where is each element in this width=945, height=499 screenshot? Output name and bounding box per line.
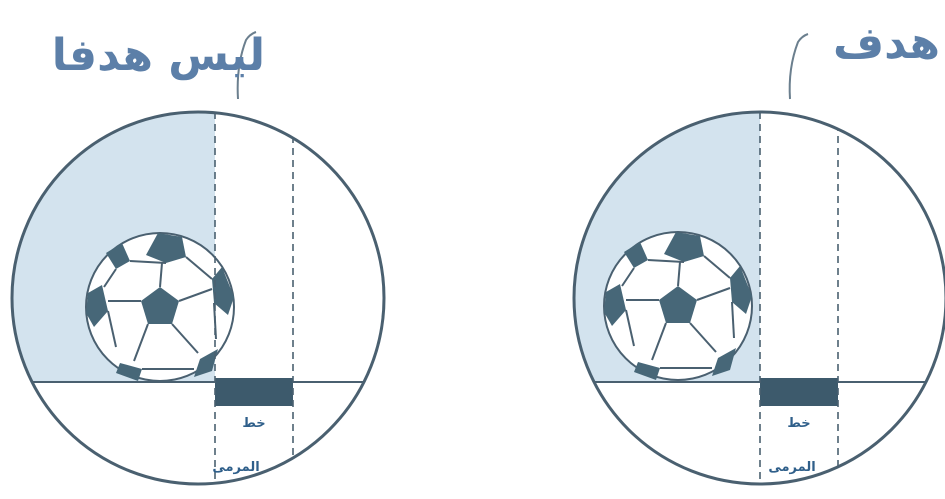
goal-line-marker — [215, 378, 293, 406]
soccer-ball-icon — [85, 232, 235, 382]
magnifier-circle — [10, 110, 386, 486]
goal-line-label-top: خط — [787, 416, 810, 431]
panel-goal: خط المرمى هدف — [572, 18, 945, 486]
panel-not-goal: خط المرمى ليس هدفا — [10, 30, 386, 486]
panel-title: هدف — [833, 18, 940, 69]
soccer-ball-icon — [603, 231, 753, 381]
goal-line-marker — [760, 378, 838, 406]
goal-line-label-top: خط — [242, 416, 265, 431]
goal-line-label-bottom: المرمى — [212, 460, 259, 475]
magnifier-circle — [572, 110, 945, 486]
title-pointer — [236, 31, 257, 100]
panel-title: ليس هدفا — [52, 30, 265, 81]
title-pointer — [788, 33, 809, 100]
goal-line-label-bottom: المرمى — [768, 460, 815, 475]
